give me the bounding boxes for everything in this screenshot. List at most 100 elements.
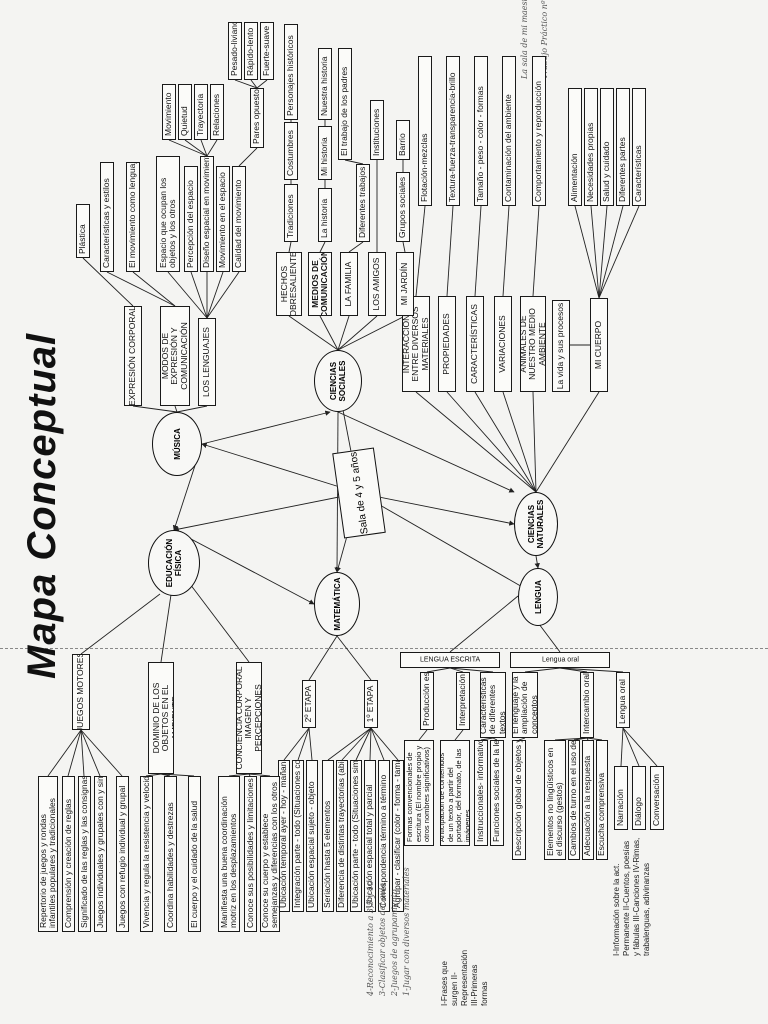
connector-line (132, 405, 178, 413)
box-nuestra-historia: Nuestra historia (318, 48, 332, 120)
connector-line (622, 727, 658, 767)
connector-line (534, 555, 540, 569)
connector-line (248, 773, 271, 777)
connector-line (228, 773, 250, 777)
connector-line (337, 315, 406, 351)
connector-line (598, 205, 640, 299)
box-cuerpo-item: Alimentación (568, 88, 582, 206)
connector-line (201, 442, 360, 494)
connector-line (297, 727, 310, 761)
connector-line (524, 667, 561, 673)
box-conocimiento-item: El cuerpo y el cuidado de la salud (188, 776, 201, 932)
box-movimiento-espacio: Movimiento en el espacio (216, 166, 230, 272)
connector-line (248, 773, 251, 777)
connector-line (415, 391, 537, 493)
math-hand-note: 3-Clasificar objetos del aula (378, 883, 387, 996)
connector-line (348, 241, 364, 253)
box-diferentes-trabajos: Diferentes trabajos (356, 164, 370, 242)
connector-line (586, 737, 589, 741)
connector-line (559, 667, 624, 673)
box-calidad: Calidad del movimiento (232, 166, 246, 272)
box-oral-item: Diálogo (632, 766, 646, 830)
lengua-escrita-note: I-Frases que surgen II-Representación II… (440, 949, 489, 1006)
connector-line (337, 411, 515, 493)
box-pares-item: Rápido-lento (244, 22, 258, 80)
box-espacio-objetos: Espacio que ocupan los objetos y los otr… (156, 156, 180, 272)
box-grupos: Grupos sociales (396, 172, 410, 242)
connector-line (184, 139, 208, 157)
connector-line (160, 773, 195, 777)
box-conocimiento-item: Vivencia y regula la resistencia y veloc… (140, 776, 153, 932)
connector-line (474, 205, 482, 297)
node-lengua: LENGUA (518, 568, 558, 626)
box-vida-procesos: La vida y sus procesos (552, 300, 570, 392)
box-intercambio: Intercambio oral (580, 672, 594, 738)
box-movimiento-lenguaje: El movimiento como lenguaje (126, 162, 140, 272)
connector-line (535, 391, 600, 493)
box-mi-cuerpo: MI CUERPO (590, 298, 608, 392)
connector-line (559, 667, 588, 673)
connector-line (355, 727, 372, 761)
connector-line (288, 315, 339, 351)
connector-line (256, 79, 268, 89)
box-la-familia: LA FAMILIA (340, 252, 358, 316)
lengua-oral-note: I-Información sobre la act. Permanente I… (612, 837, 651, 956)
connector-line (174, 405, 178, 413)
connector-line (369, 727, 372, 761)
box-juegos-item: Comprensión y creación de reglas (62, 776, 75, 932)
fold-line (0, 648, 768, 649)
connector-line (337, 315, 350, 351)
box-conciencia-item: Conoce sus posibilidades y limitaciones (244, 776, 257, 932)
connector-line (283, 727, 310, 761)
connector-line (622, 727, 640, 767)
connector-line (574, 205, 600, 299)
connector-line (308, 635, 338, 681)
node-ciencias-sociales: CIENCIAS SOCIALES (314, 350, 362, 412)
box-mi-historia: Mi historia (318, 126, 332, 180)
connector-line (80, 729, 101, 777)
connector-line (502, 391, 537, 493)
box-la-historia: La historia (318, 188, 332, 242)
box-pares-item: Pesado-liviano (228, 22, 242, 80)
box-textura: Textura-fuerza-transparencia-brillo (446, 56, 460, 206)
node-musica: MÚSICA (152, 412, 202, 476)
connector-line (201, 410, 331, 445)
box-lengua-oral-header: Lengua oral (510, 652, 610, 668)
box-etapa2-item: Integración parte - todo (Situaciones co… (292, 760, 304, 912)
box-intercambio-item: Escucha comprensiva (596, 740, 608, 860)
connector-line (67, 729, 82, 777)
connector-line (234, 79, 258, 89)
box-lenguajes: LOS LENGUAJES (198, 318, 216, 406)
box-pares: Pares opuestos (250, 88, 264, 148)
box-intercambio-item: Adecuación a la respuesta (582, 740, 594, 860)
connector-line (319, 315, 339, 351)
connector-line (145, 773, 162, 777)
connector-line (358, 492, 539, 597)
box-tamano: Tamaño - peso - color - formas (474, 56, 488, 206)
connector-line (492, 737, 498, 741)
box-modos: MODOS DE EXPRESIÓN Y COMUNICACIÓN (160, 306, 190, 406)
connector-line (590, 205, 600, 299)
connector-line (206, 271, 224, 319)
box-etapa-1: 1º ETAPA (364, 680, 378, 728)
connector-line (80, 729, 85, 777)
connector-line (598, 205, 608, 299)
box-etapa2-item: Ubicación espacial sujeto - objeto (306, 760, 318, 912)
box-produccion: Producción escrita (420, 672, 434, 730)
connector-line (47, 729, 82, 777)
connector-line (336, 635, 372, 681)
box-instruccionales: Instruccionales- informativos (474, 740, 488, 846)
box-oral-item: Narración (614, 766, 628, 830)
box-intercambio-item: Elementos no lingüísticos en el discurso… (544, 740, 566, 860)
connector-line (80, 729, 123, 777)
connector-line (238, 147, 258, 167)
connector-line (402, 241, 406, 253)
math-hand-note: 4-Reconocimiento a 3,5 y 10 (366, 880, 375, 996)
connector-line (176, 405, 208, 413)
connector-line (502, 205, 510, 297)
node-educacion-fisica: EDUCACIÓN FÍSICA (148, 530, 200, 596)
box-etapa-2: 2º ETAPA (302, 680, 316, 728)
box-instituciones: Instituciones (370, 100, 384, 160)
connector-line (370, 727, 399, 761)
